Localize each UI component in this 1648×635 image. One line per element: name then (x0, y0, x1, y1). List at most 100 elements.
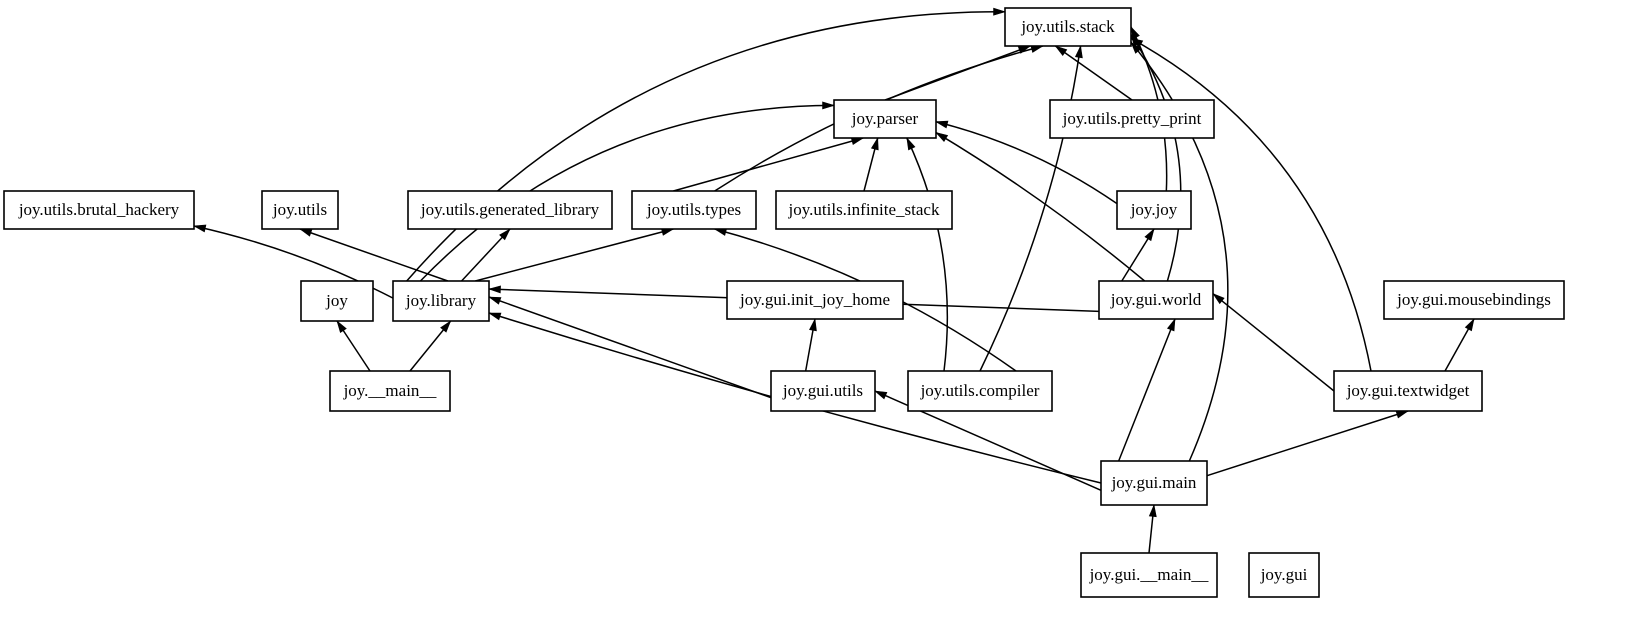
node-label: joy.joy (1130, 200, 1178, 219)
arrowhead-icon (1130, 41, 1142, 54)
edge-joy-gui-utils-to-joy-library (488, 296, 772, 399)
arrowhead-icon (906, 137, 916, 151)
edge-joy-library-to-joy-utils-types (475, 228, 674, 282)
node-label: joy.gui (1260, 565, 1308, 584)
node-joy-gui-textwidget[interactable]: joy.gui.textwidget (1333, 370, 1483, 412)
node-label: joy.gui.init_joy_home (739, 290, 890, 309)
arrowhead-icon (1148, 503, 1157, 518)
node-joy-joy[interactable]: joy.joy (1116, 190, 1192, 230)
node-label: joy.utils.pretty_print (1062, 109, 1202, 128)
node-label: joy.gui.utils (782, 381, 863, 400)
node-label: joy.utils (272, 200, 327, 219)
node-box[interactable] (770, 370, 876, 412)
arrowhead-icon (1054, 45, 1068, 57)
edge-joy-gui-world-to-joy-utils-stack (1130, 34, 1182, 282)
node-joy-utils-pretty-print[interactable]: joy.utils.pretty_print (1049, 99, 1215, 139)
arrowhead-icon (1130, 26, 1140, 40)
node-joy-utils-stack[interactable]: joy.utils.stack (1004, 7, 1132, 47)
edge-joy-utils-types-to-joy-parser (673, 137, 864, 192)
arrowhead-icon (1395, 410, 1409, 419)
arrowhead-icon (1166, 318, 1176, 332)
node-joy-utils-brutal-hackery[interactable]: joy.utils.brutal_hackery (3, 190, 195, 230)
node-box[interactable] (1383, 280, 1565, 320)
node-box[interactable] (3, 190, 195, 230)
edge-joy-gui-world-to-joy-parser (935, 131, 1146, 282)
arrowhead-icon (487, 285, 501, 294)
edge-joy-gui-main-to-joy-gui-utils (874, 390, 1102, 492)
arrowhead-icon (993, 7, 1007, 16)
node-joy-gui[interactable]: joy.gui (1248, 552, 1320, 598)
edge-joy-gui-main-to-joy-utils-stack (1130, 41, 1229, 462)
node-box[interactable] (407, 190, 613, 230)
node-box[interactable] (631, 190, 757, 230)
node-label: joy.__main__ (343, 381, 437, 400)
arrowhead-icon (809, 318, 817, 332)
node-box[interactable] (1100, 460, 1208, 506)
arrowhead-icon (1464, 318, 1475, 332)
edge-joy-gui-main-to-joy-gui-textwidget (1206, 410, 1409, 477)
node-layer: joy.utils.stack joy.parser joy.utils.prett… (3, 7, 1565, 598)
node-joy-gui-main[interactable]: joy.gui.__main__ (1080, 552, 1218, 598)
node-label: joy.gui.main (1111, 473, 1197, 492)
node-label: joy.gui.textwidget (1346, 381, 1470, 400)
edge-joy-utils-compiler-to-joy-utils-stack (979, 45, 1082, 372)
arrowhead-icon (1130, 37, 1144, 48)
node-joy-library[interactable]: joy.library (392, 280, 490, 322)
arrowhead-icon (935, 132, 949, 143)
node-label: joy.utils.infinite_stack (788, 200, 940, 219)
node-joy[interactable]: joy (300, 280, 374, 322)
node-joy-parser[interactable]: joy.parser (833, 99, 937, 139)
arrowhead-icon (488, 312, 502, 321)
arrowhead-icon (1074, 44, 1083, 59)
node-label: joy.utils.generated_library (420, 200, 600, 219)
arrowhead-icon (870, 137, 879, 151)
arrowhead-icon (193, 224, 207, 233)
edge-joy-library-to-joy-utils (299, 228, 449, 282)
node-box[interactable] (907, 370, 1053, 412)
node-box[interactable] (392, 280, 490, 322)
node-label: joy.utils.types (646, 200, 741, 219)
node-joy-gui-init-joy-home[interactable]: joy.gui.init_joy_home (726, 280, 904, 320)
arrowhead-icon (336, 320, 347, 333)
node-joy-gui-mousebindings[interactable]: joy.gui.mousebindings (1383, 280, 1565, 320)
node-joy-utils-infinite-stack[interactable]: joy.utils.infinite_stack (775, 190, 953, 230)
arrowhead-icon (935, 120, 949, 129)
node-joy-utils-generated-library[interactable]: joy.utils.generated_library (407, 190, 613, 230)
node-box[interactable] (1049, 99, 1215, 139)
node-joy-utils[interactable]: joy.utils (261, 190, 339, 230)
node-joy-utils-types[interactable]: joy.utils.types (631, 190, 757, 230)
node-box[interactable] (1116, 190, 1192, 230)
arrowhead-icon (1144, 228, 1155, 242)
node-box[interactable] (775, 190, 953, 230)
node-label: joy.utils.compiler (920, 381, 1040, 400)
edge-joy-gui-textwidget-to-joy-utils-stack (1130, 37, 1372, 372)
node-box[interactable] (1098, 280, 1214, 320)
edge-joy-library-to-joy-parser (419, 104, 835, 282)
node-box[interactable] (1248, 552, 1320, 598)
edge-joy-utils-compiler-to-joy-parser (906, 137, 949, 372)
node-box[interactable] (329, 370, 451, 412)
node-box[interactable] (726, 280, 904, 320)
node-box[interactable] (833, 99, 937, 139)
edge-joy-gui-main-to-joy-gui-world (1117, 318, 1176, 462)
node-box[interactable] (261, 190, 339, 230)
node-box[interactable] (1004, 7, 1132, 47)
edge-joy-library-to-joy-utils-stack (406, 11, 1006, 282)
arrowhead-icon (499, 228, 511, 241)
node-box[interactable] (1080, 552, 1218, 598)
node-box[interactable] (300, 280, 374, 322)
node-joy-gui-utils[interactable]: joy.gui.utils (770, 370, 876, 412)
node-label: joy.parser (851, 109, 919, 128)
node-box[interactable] (1333, 370, 1483, 412)
arrowhead-icon (440, 320, 452, 333)
node-joy-gui-world[interactable]: joy.gui.world (1098, 280, 1214, 320)
edge-joy-joy-to-joy-parser (935, 120, 1118, 205)
arrowhead-icon (874, 390, 888, 400)
arrowhead-icon (488, 296, 502, 305)
node-joy-gui-main[interactable]: joy.gui.main (1100, 460, 1208, 506)
arrowhead-icon (299, 228, 313, 237)
node-joy-utils-compiler[interactable]: joy.utils.compiler (907, 370, 1053, 412)
node-label: joy.library (405, 291, 477, 310)
node-joy-main[interactable]: joy.__main__ (329, 370, 451, 412)
